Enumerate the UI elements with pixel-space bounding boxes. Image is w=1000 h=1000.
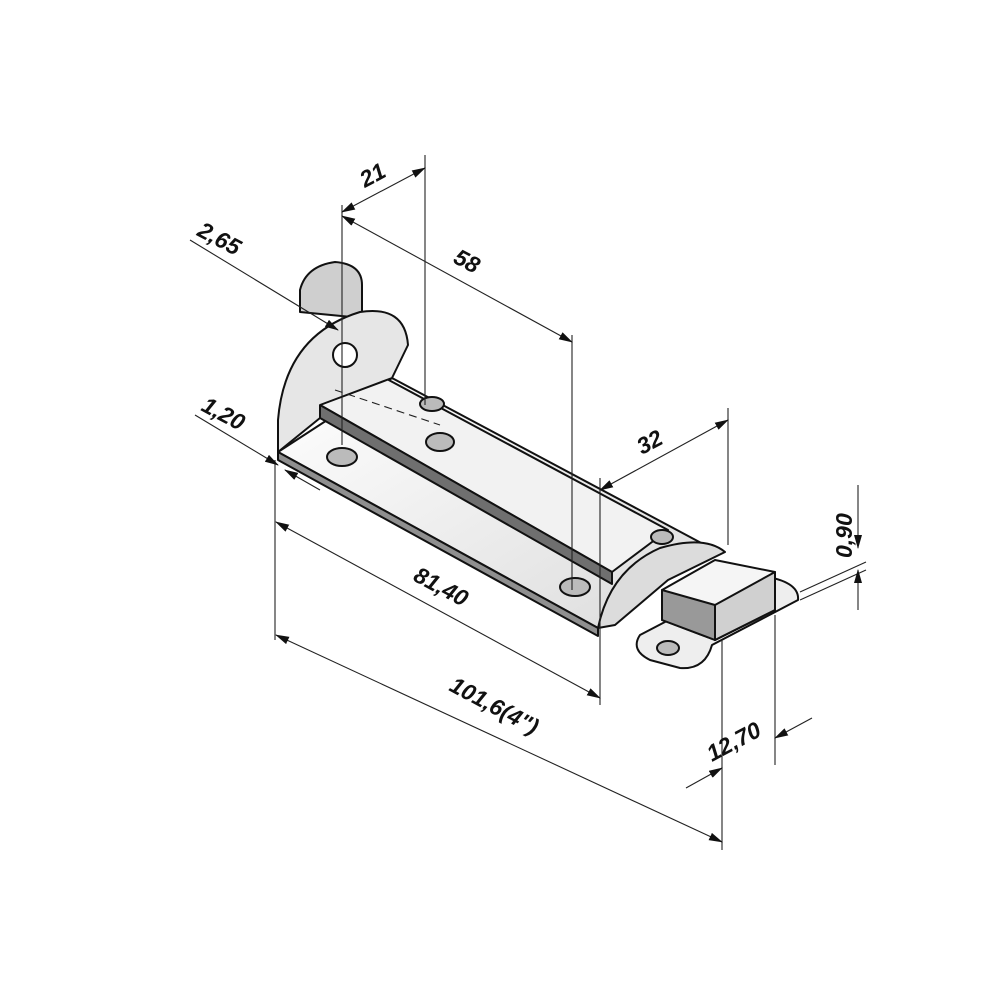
keeper-hole <box>656 640 680 656</box>
mounting-hole <box>425 432 455 452</box>
dimension-label-58: 58 <box>450 243 485 278</box>
bracket-hole <box>332 342 358 368</box>
back-tab <box>299 261 363 319</box>
dimension-label-0-90: 0,90 <box>831 513 857 558</box>
mounting-hole <box>326 447 358 467</box>
mounting-hole <box>419 396 445 412</box>
dimension-label-101-6: 101,6(4") <box>446 671 543 739</box>
dimension-label-81-40: 81,40 <box>410 561 473 611</box>
dimension-lines <box>189 167 862 843</box>
keeper-box-front <box>714 571 776 641</box>
dimension-label-2-65: 2,65 <box>193 216 247 261</box>
mounting-hole <box>650 529 674 545</box>
dimension-label-1-20: 1,20 <box>198 391 250 435</box>
dimension-label-21: 21 <box>354 157 390 192</box>
dimension-label-32: 32 <box>632 424 667 459</box>
right-guide <box>597 541 726 629</box>
mounting-hole <box>559 577 591 597</box>
dimension-label-12-70: 12,70 <box>702 716 765 766</box>
